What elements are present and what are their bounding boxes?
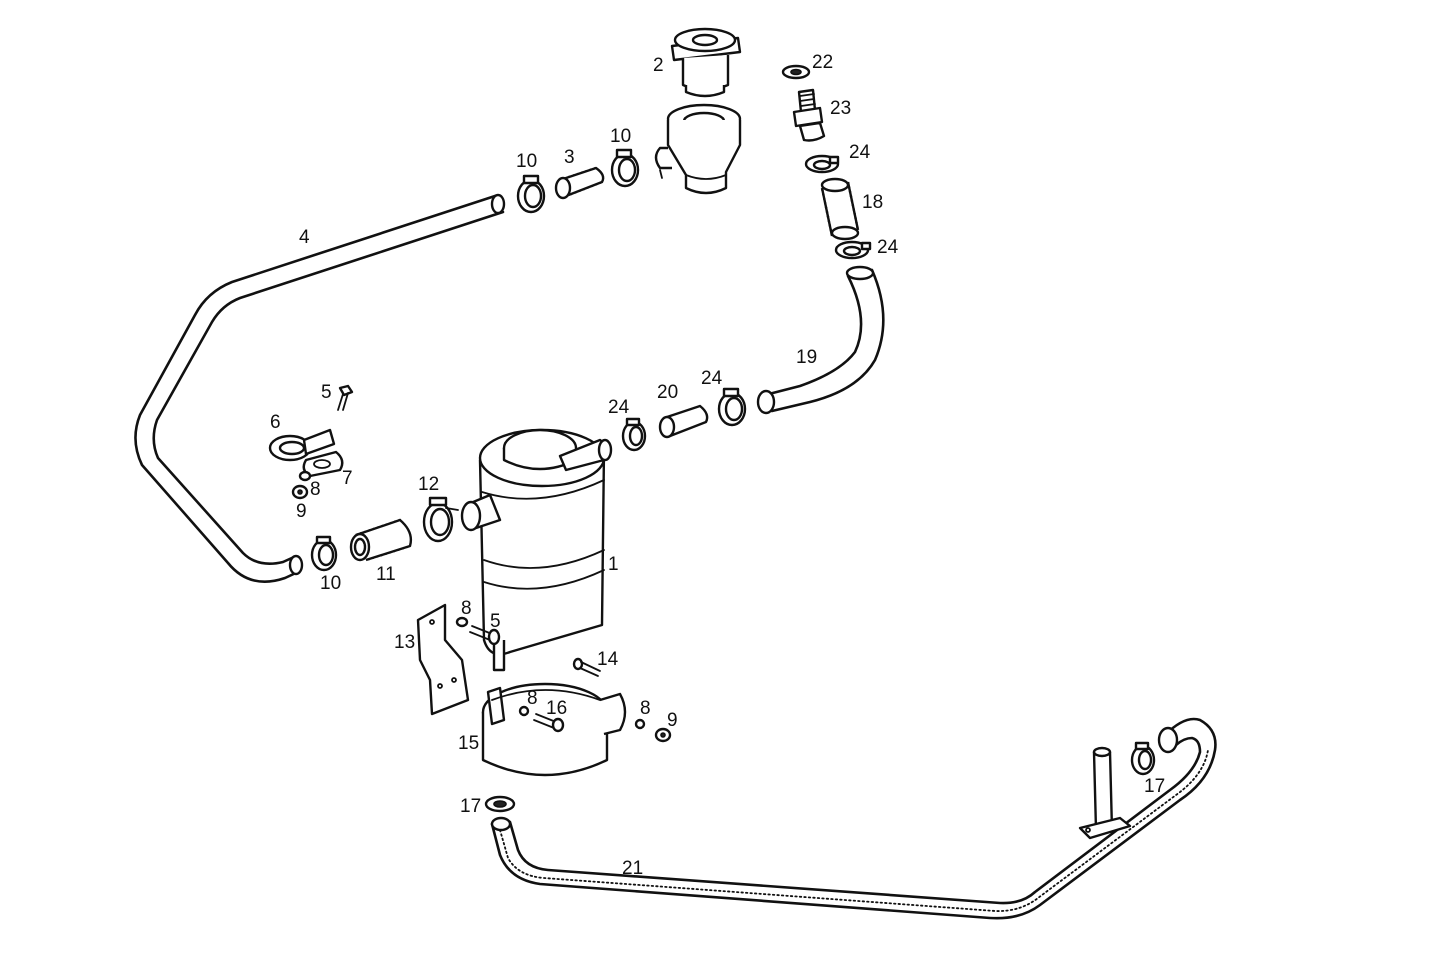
hose-clamp-17-left (484, 795, 516, 813)
callout-6: 6 (270, 412, 281, 433)
callout-9-right: 9 (667, 710, 678, 731)
union-fitting-23 (792, 88, 826, 142)
callout-24-lower: 24 (877, 237, 899, 258)
hose-clamp-10-top-left (516, 174, 546, 214)
hose-18 (820, 177, 860, 241)
callout-10-top-left: 10 (516, 151, 537, 172)
washer-22 (781, 64, 811, 80)
nut-9-upper (291, 484, 309, 500)
bolt-5-lower (469, 625, 501, 646)
callout-20: 20 (657, 382, 678, 403)
callout-24-top: 24 (849, 142, 871, 163)
callout-21: 21 (622, 858, 643, 879)
hose-clamp-17-right (1130, 741, 1156, 776)
hose-19 (756, 265, 885, 415)
callout-10-lower: 10 (320, 573, 341, 594)
screw-16 (533, 713, 565, 733)
callout-4: 4 (299, 227, 310, 248)
callout-8-middle: 8 (461, 598, 472, 619)
callout-10-top-right: 10 (610, 126, 631, 147)
hose-clamp-10-lower (310, 535, 338, 572)
callout-13: 13 (394, 632, 415, 653)
callout-17-right: 17 (1144, 776, 1165, 797)
callout-8-right: 8 (640, 698, 651, 719)
hose-20 (658, 404, 709, 439)
bracket-7 (302, 450, 344, 478)
callout-3: 3 (564, 147, 575, 168)
hose-clamp-10-top-right (610, 148, 640, 188)
strap-clamp-6 (268, 428, 336, 462)
callout-16: 16 (546, 698, 567, 719)
washer-8-upper (298, 470, 312, 482)
callout-11: 11 (376, 564, 396, 585)
callout-8-band: 8 (527, 688, 538, 709)
hose-clamp-24-top (804, 154, 840, 174)
band-clamp-15 (481, 682, 627, 777)
hose-clamp-24-left (621, 417, 647, 452)
callout-5-upper: 5 (321, 382, 332, 403)
hose-clamp-12 (422, 496, 459, 543)
outlet-pipe (1078, 746, 1132, 840)
callout-2: 2 (653, 55, 664, 76)
callout-12: 12 (418, 474, 439, 495)
hose-4 (134, 193, 506, 583)
washer-8-right (634, 718, 646, 730)
callout-1: 1 (608, 554, 619, 575)
callout-7: 7 (342, 468, 353, 489)
mounting-bracket-13 (416, 603, 470, 716)
hose-11 (349, 518, 413, 562)
callout-14: 14 (597, 649, 619, 670)
bolt-14 (572, 657, 601, 677)
hose-clamp-24-right (717, 387, 747, 427)
bolt-5-upper (337, 384, 354, 411)
callout-17-left: 17 (460, 796, 481, 817)
callout-24-right: 24 (701, 368, 723, 389)
callout-22: 22 (812, 52, 833, 73)
callout-8-upper: 8 (310, 479, 321, 500)
callout-24-left: 24 (608, 397, 630, 418)
callout-5-lower: 5 (490, 611, 501, 632)
callout-9-upper: 9 (296, 501, 307, 522)
reservoir-tank-1 (460, 428, 613, 672)
nut-9-right (654, 727, 672, 743)
hose-21 (490, 717, 1217, 920)
filler-cap-2 (670, 27, 742, 98)
washer-8-middle (455, 616, 469, 628)
washer-8-band (518, 705, 530, 717)
callout-15: 15 (458, 733, 479, 754)
hose-clamp-24-lower (834, 240, 872, 260)
callout-19: 19 (796, 347, 817, 368)
hose-3 (554, 166, 605, 200)
callout-23: 23 (830, 98, 851, 119)
filler-neck (654, 103, 742, 195)
callout-18: 18 (862, 192, 883, 213)
